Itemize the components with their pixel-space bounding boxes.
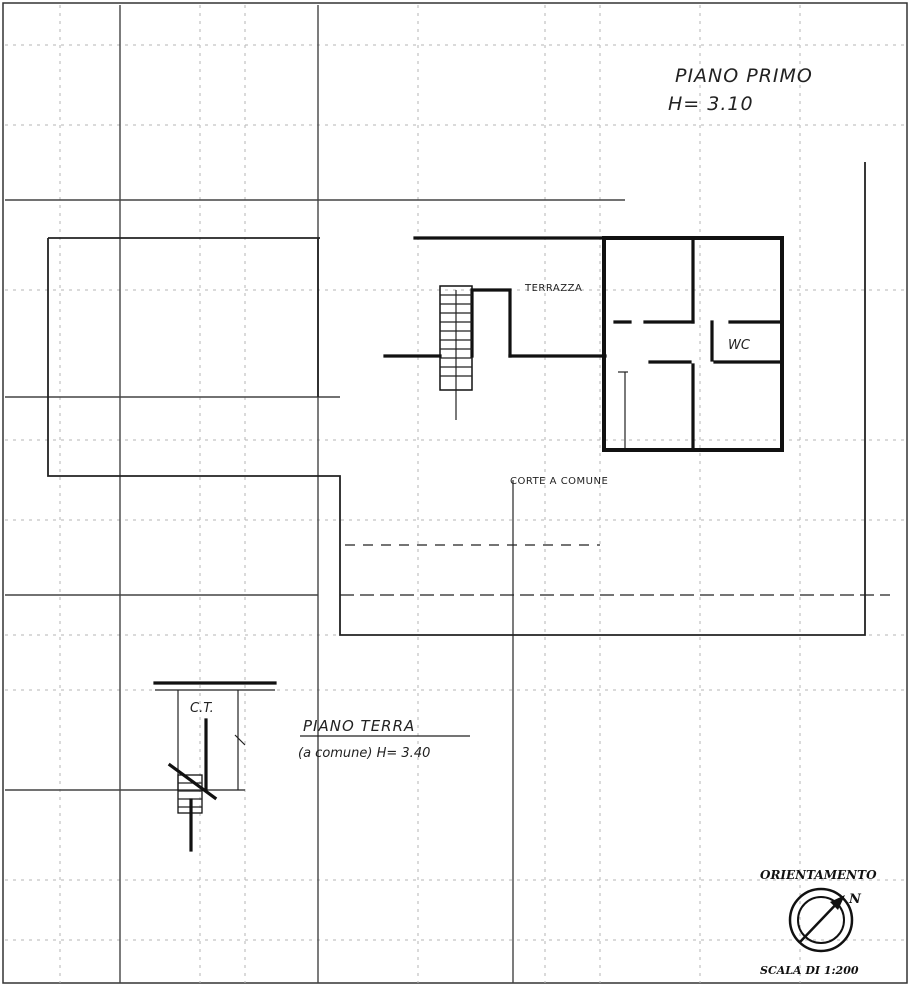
background-grid bbox=[5, 5, 905, 983]
scale-label: SCALA DI 1:200 bbox=[760, 964, 859, 977]
orientation-block: ORIENTAMENTO N SCALA DI 1:200 bbox=[760, 868, 877, 977]
common-courtyard-label: CORTE A COMUNE bbox=[510, 476, 608, 487]
compass-inner-ring bbox=[797, 896, 845, 944]
first-floor-title: PIANO PRIMO bbox=[675, 65, 813, 87]
major-grid bbox=[5, 5, 890, 983]
apartment-walls bbox=[602, 236, 784, 452]
orientation-label: ORIENTAMENTO bbox=[760, 868, 877, 882]
north-label: N bbox=[848, 892, 862, 907]
ground-floor-title: PIANO TERRA bbox=[303, 717, 415, 735]
lot-outline bbox=[47, 162, 866, 636]
ground-floor-plan bbox=[153, 681, 277, 852]
first-floor-plan bbox=[383, 236, 784, 452]
wc-label: WC bbox=[728, 338, 751, 353]
central-heating-label: C.T. bbox=[190, 701, 214, 716]
compass-outer-ring bbox=[788, 887, 854, 953]
first-floor-height: H= 3.10 bbox=[668, 93, 754, 115]
terrace-label: TERRAZZA bbox=[524, 283, 582, 294]
stair-first-floor bbox=[439, 285, 473, 420]
ground-floor-subtitle: (a comune) H= 3.40 bbox=[298, 746, 430, 761]
north-arrow-icon bbox=[830, 895, 845, 910]
